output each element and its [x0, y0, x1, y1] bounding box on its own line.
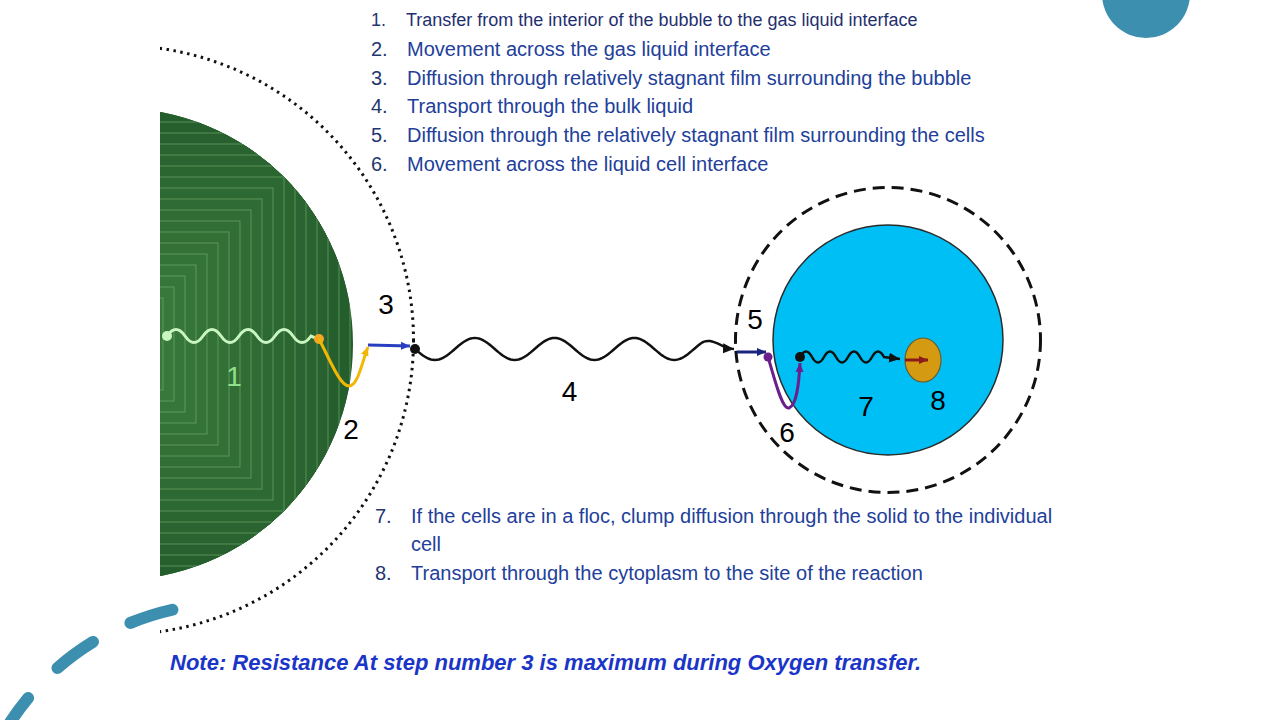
floc-dot [795, 352, 805, 362]
interface-dot [314, 334, 324, 344]
bubble-pattern [160, 210, 251, 478]
dotted-film-outline [160, 46, 414, 635]
step-text: Transport through the cytoplasm to the s… [411, 559, 923, 587]
step-text: Transport through the bulk liquid [407, 92, 693, 120]
bubble-pattern [160, 287, 174, 401]
step-number: 8. [375, 559, 392, 587]
cytoplasm-arrow [905, 359, 928, 362]
liquid-film-region: 5678 [734, 186, 1042, 494]
nucleus-shape [905, 338, 941, 382]
gas-bubble: 1 [160, 108, 353, 582]
bubble-pattern [160, 265, 196, 423]
callout-number: 7 [858, 393, 874, 421]
film-diffusion-arrow [368, 345, 410, 346]
step-text: Diffusion through the relatively stagnan… [407, 121, 985, 149]
callout-number: 6 [779, 419, 795, 447]
decor-circle [1102, 0, 1190, 38]
step-number: 2. [371, 35, 388, 63]
bubble-pattern [160, 188, 273, 500]
step-text: Diffusion through relatively stagnant fi… [407, 64, 971, 92]
step-number: 7. [375, 502, 392, 530]
step-number: 3. [371, 64, 388, 92]
step-text: If the cells are in a floc, clump diffus… [411, 502, 1083, 558]
bubble-pattern [160, 254, 207, 434]
transport-wave-arrow [415, 338, 734, 360]
decor-dashed-arc [3, 604, 212, 720]
bubble-pattern [160, 298, 163, 390]
step-number: 4. [371, 92, 388, 120]
bubble-pattern [160, 232, 229, 456]
step-text: Movement across the liquid cell interfac… [407, 150, 768, 178]
start-dot [162, 331, 172, 341]
bubble-pattern [160, 177, 284, 511]
bubble-pattern [160, 221, 240, 467]
bubble-pattern [160, 276, 185, 412]
bubble-pattern [160, 155, 306, 533]
interface-crossing-arrow [319, 339, 368, 386]
step-number: 5. [371, 121, 388, 149]
wavy-path-7 [800, 352, 900, 363]
bubble-pattern [160, 122, 339, 566]
step-number: 6. [371, 150, 388, 178]
cell-film-arrow [737, 351, 766, 354]
bubble-pattern [160, 199, 262, 489]
wavy-path-1 [167, 330, 318, 343]
callout-number: 2 [343, 416, 359, 444]
callout-number: 1 [226, 363, 242, 391]
callout-number: 4 [562, 378, 578, 406]
callout-number: 3 [378, 291, 394, 319]
bubble-pattern [160, 166, 295, 522]
step-number: 1. [371, 6, 386, 34]
nucleus-shape [904, 337, 942, 383]
bubble-pattern [160, 111, 350, 577]
step-text: Transfer from the interior of the bubble… [406, 6, 918, 34]
nucleus: 8 [904, 337, 942, 383]
bubble-pattern [160, 133, 328, 555]
step-text: Movement across the gas liquid interface [407, 35, 771, 63]
bubble-pattern [160, 144, 317, 544]
gas-film-region: 2 3 1 [160, 44, 415, 636]
cell-shape [773, 225, 1003, 455]
dashed-film-outline [736, 188, 1041, 493]
cell-shape [772, 224, 1004, 456]
callout-number: 5 [747, 306, 763, 334]
callout-number: 8 [930, 387, 946, 415]
bubble-shape [160, 108, 353, 582]
film-edge-dot [410, 344, 420, 354]
cell-crossing-arrow [768, 357, 800, 408]
cell: 78 [772, 224, 1004, 456]
note-text: Note: Resistance At step number 3 is max… [170, 649, 921, 677]
bubble-pattern [160, 108, 353, 582]
bubble-pattern [160, 243, 218, 445]
cell-interface-dot [764, 353, 773, 362]
